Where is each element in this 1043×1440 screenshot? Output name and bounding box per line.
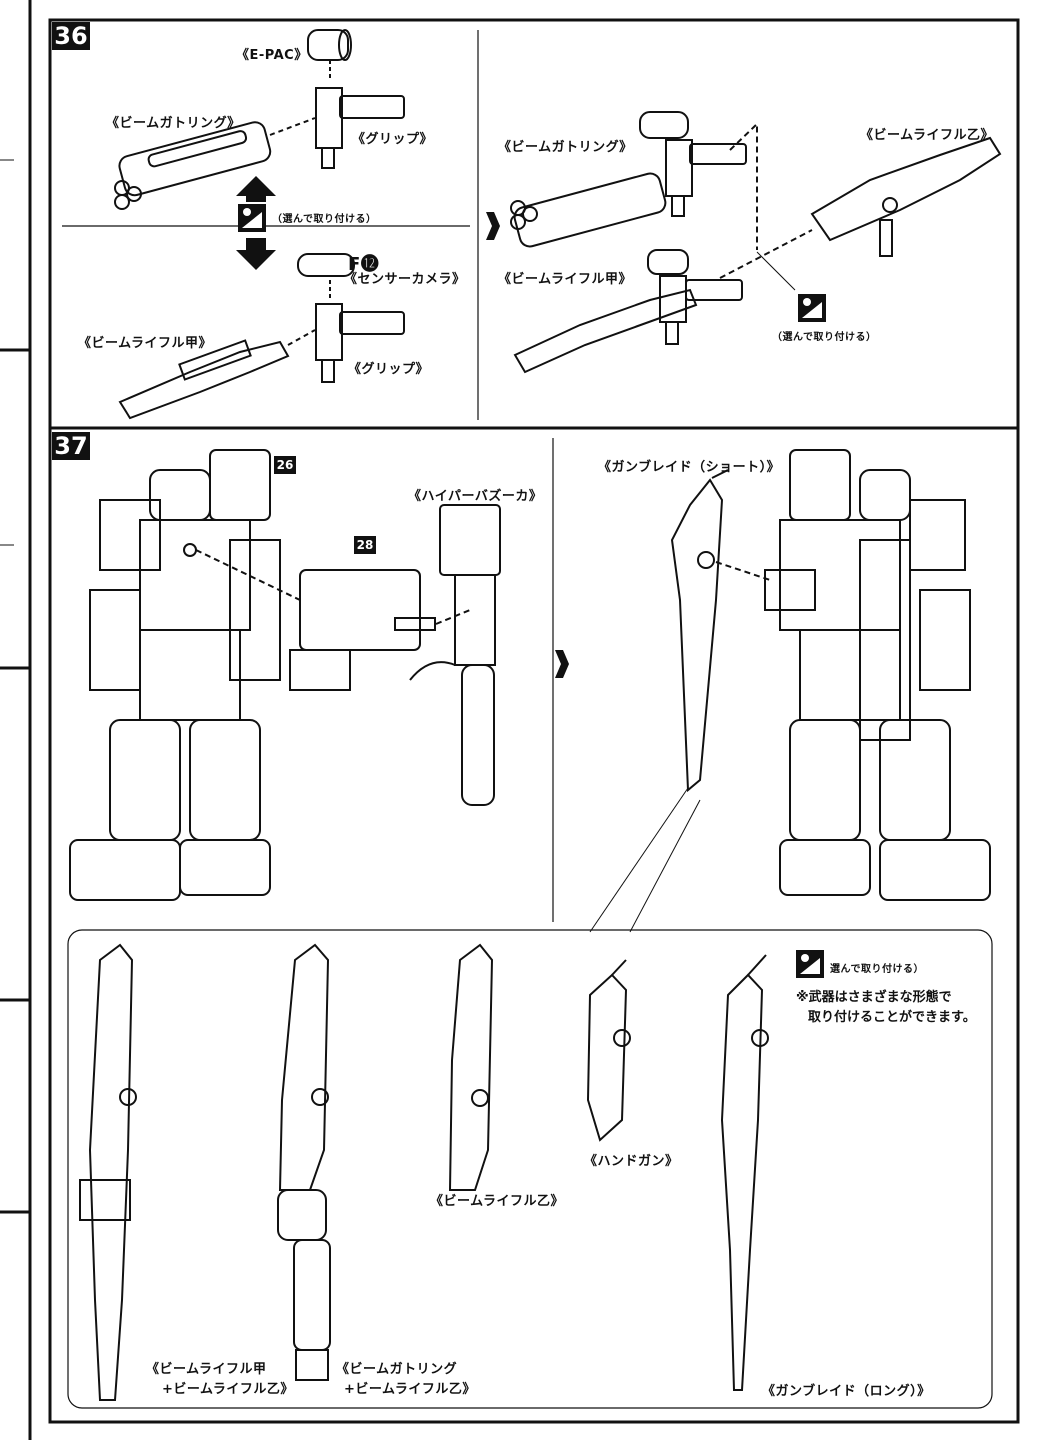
label-combo1-line2: +ビームライフル乙》	[162, 1382, 294, 1397]
label-rifle-otsu: 《ビームライフル乙》	[430, 1194, 564, 1209]
label-combo1-line1: 《ビームライフル甲	[146, 1362, 267, 1377]
part-ref-f12: F⓬	[348, 254, 380, 275]
step-number-37: 37	[52, 432, 90, 460]
note-line-2: 取り付けることができます。	[808, 1010, 976, 1025]
label-combo2-line1: 《ビームガトリング	[336, 1362, 458, 1377]
label-handgun: 《ハンドガン》	[584, 1154, 679, 1169]
label-bazooka: 《ハイパーバズーカ》	[408, 489, 543, 504]
step-number-36: 36	[52, 22, 90, 50]
label-gatling-top: 《ビームガトリング》	[106, 116, 241, 131]
label-sensor-camera: 《センサーカメラ》	[344, 272, 466, 287]
label-gunblade-short: 《ガンブレイド（ショート）》	[598, 460, 781, 475]
label-grip-top: 《グリップ》	[352, 132, 434, 147]
label-choose-box: 選んで取り付ける）	[830, 964, 924, 975]
choose-attach-icon	[238, 204, 266, 232]
label-rifle-kou-right: 《ビームライフル甲》	[498, 272, 632, 287]
label-choose-right: （選んで取り付ける）	[772, 332, 877, 343]
label-rifle-kou-left: 《ビームライフル甲》	[78, 336, 212, 351]
part-ref-28: 28	[354, 536, 376, 554]
label-gunblade-long: 《ガンブレイド（ロング）》	[762, 1384, 931, 1399]
label-combo2-line2: +ビームライフル乙》	[344, 1382, 476, 1397]
label-grip-bottom: 《グリップ》	[348, 362, 430, 377]
label-gatling-right: 《ビームガトリング》	[498, 140, 633, 155]
part-ref-26: 26	[274, 456, 296, 474]
label-rifle-otsu-right: 《ビームライフル乙》	[860, 128, 994, 143]
label-epac: 《E-PAC》	[236, 48, 308, 63]
label-choose-left: （選んで取り付ける）	[272, 214, 377, 225]
note-line-1: ※武器はさまざまな形態で	[796, 990, 952, 1005]
